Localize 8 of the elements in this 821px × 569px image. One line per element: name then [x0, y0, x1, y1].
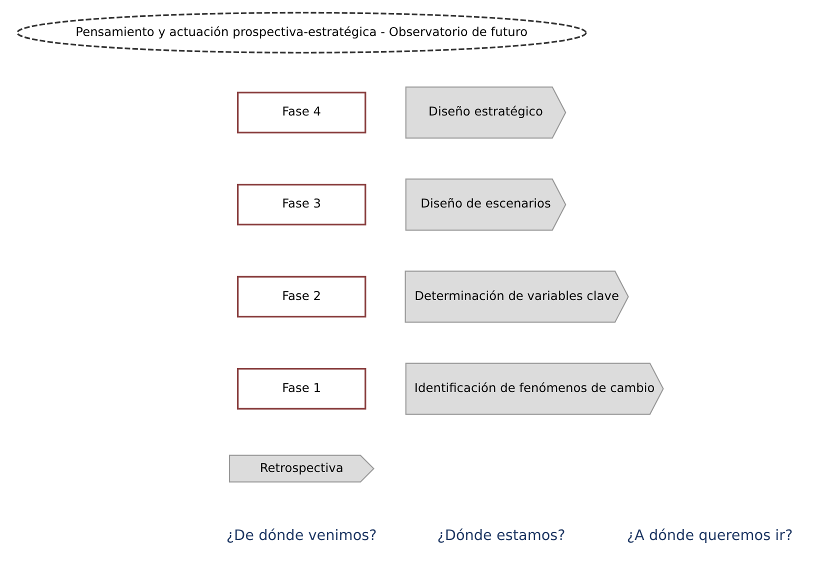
- node-box: Fase 2: [236, 276, 366, 318]
- node-ellipse: Pensamiento y actuación prospectiva-estratégica - Observatorio de futuro: [16, 12, 587, 54]
- node-box: Fase 4: [236, 92, 366, 134]
- label: ¿Dónde estamos?: [437, 528, 566, 544]
- node-box: Fase 3: [236, 184, 366, 226]
- label: ¿De dónde venimos?: [226, 528, 377, 544]
- label: ¿A dónde queremos ir?: [626, 528, 793, 544]
- node-box: Fase 1: [236, 368, 366, 410]
